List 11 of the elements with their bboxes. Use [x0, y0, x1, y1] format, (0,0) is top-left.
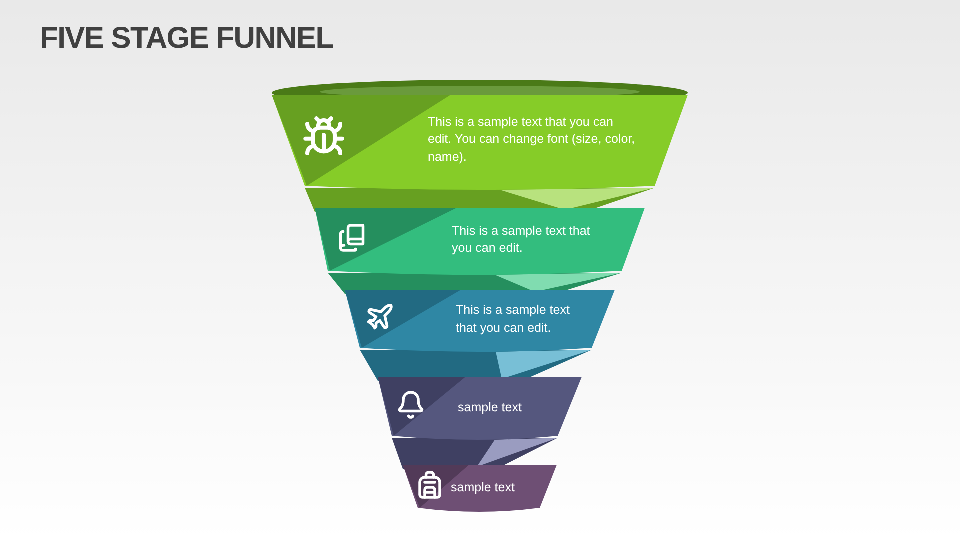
stage-text: This is a sample text that you can edit. [452, 222, 592, 257]
funnel-band [378, 377, 582, 440]
funnel-band [272, 95, 688, 190]
funnel-band [403, 465, 557, 512]
stage-text: This is a sample text that you can edit. [456, 302, 571, 337]
stage-text: sample text [451, 478, 516, 496]
title: FIVE STAGE FUNNEL [40, 21, 334, 57]
stage-text: sample text [458, 398, 523, 416]
stage-text: This is a sample text that you can edit. You can change font (size, color, name). [428, 114, 636, 166]
funnel-band [345, 290, 615, 352]
funnel-band [315, 208, 645, 275]
